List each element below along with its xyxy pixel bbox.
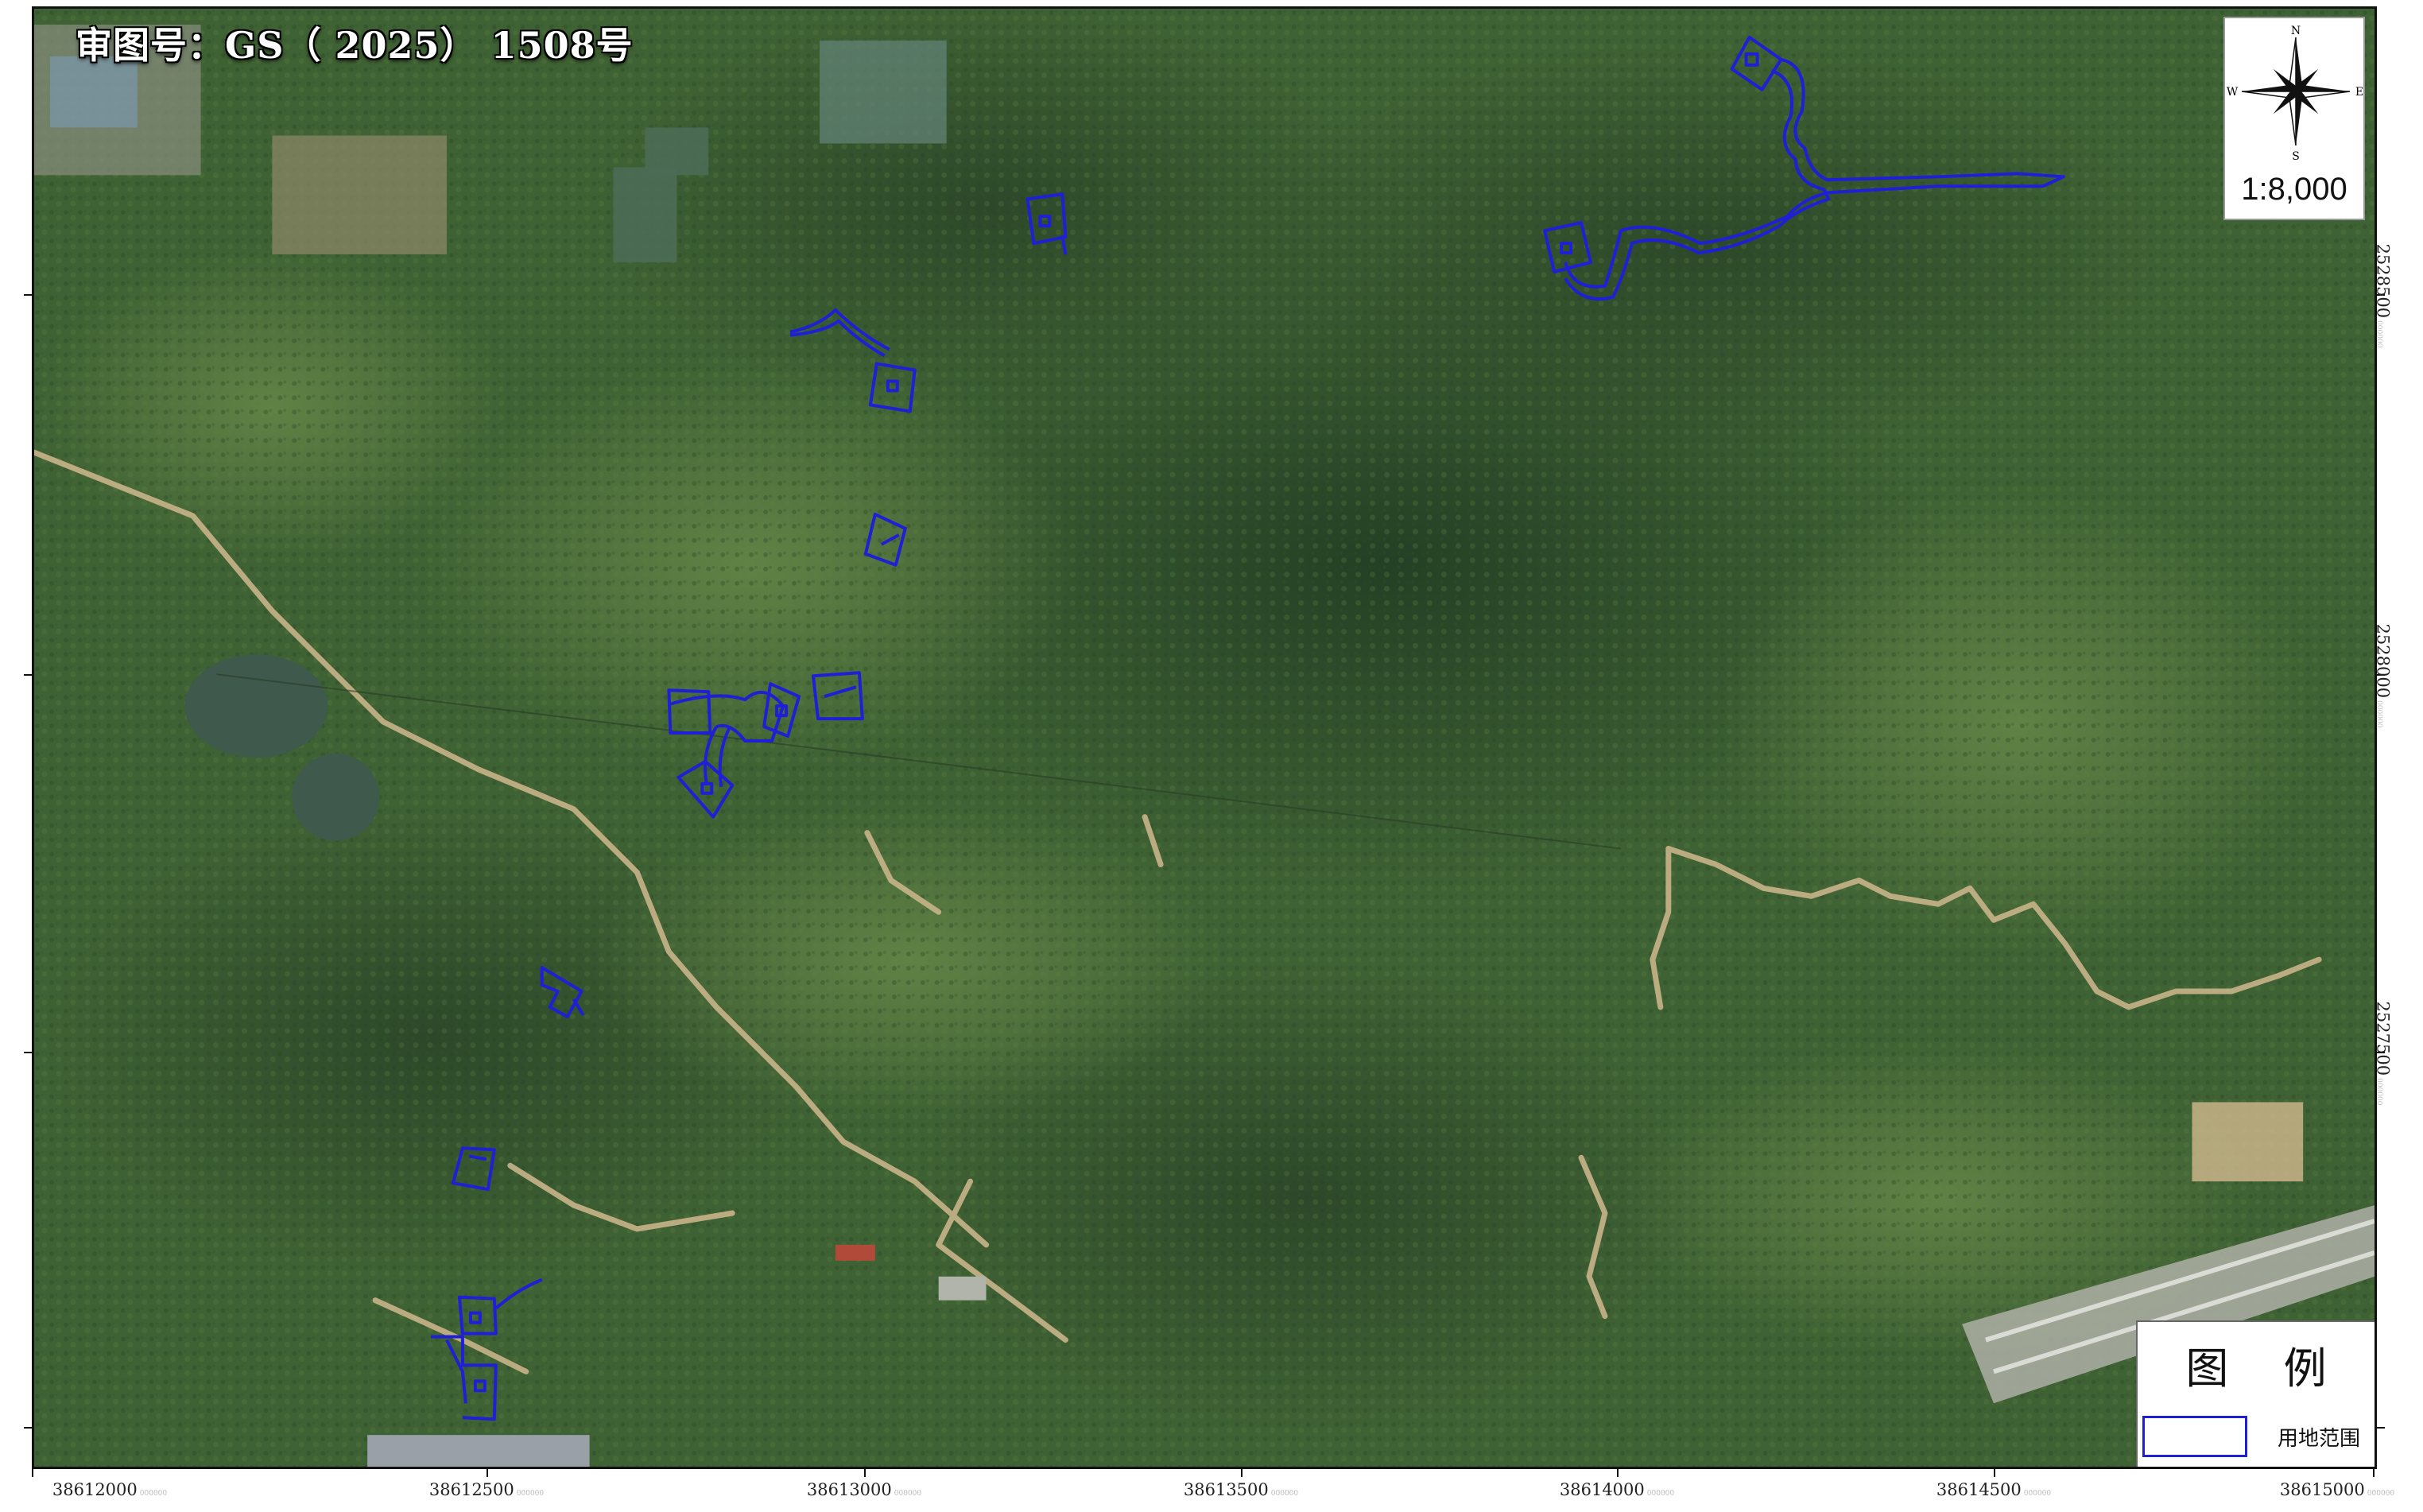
legend: 图 例 用地范围 xyxy=(2136,1320,2375,1467)
compass-w: W xyxy=(2227,86,2239,99)
site-boundaries xyxy=(430,35,2065,1421)
y-tick-label-right: 2527500000000 xyxy=(2373,1001,2393,1106)
compass-rose-icon: N S E W xyxy=(2227,25,2363,161)
scale-label: 1:8,000 xyxy=(2241,172,2347,207)
north-arrow-box: N S E W 1:8,000 xyxy=(2223,17,2365,220)
compass-e: E xyxy=(2355,86,2363,99)
map-approval-number: 审图号：GS（ 2025） 1508号 xyxy=(76,24,634,67)
compass-s: S xyxy=(2292,150,2300,161)
satellite-imagery xyxy=(34,9,2375,1467)
map-image[interactable]: 审图号：GS（ 2025） 1508号 N S E xyxy=(32,6,2377,1469)
legend-label-site-boundary: 用地范围 xyxy=(2278,1427,2361,1451)
legend-swatch-site-boundary xyxy=(2142,1416,2247,1457)
y-tick-label-right: 2528000000000 xyxy=(2373,623,2393,728)
y-tick-label-right: 2528500000000 xyxy=(2373,243,2393,348)
compass-n: N xyxy=(2291,25,2301,37)
legend-title: 图 例 xyxy=(2185,1343,2347,1394)
